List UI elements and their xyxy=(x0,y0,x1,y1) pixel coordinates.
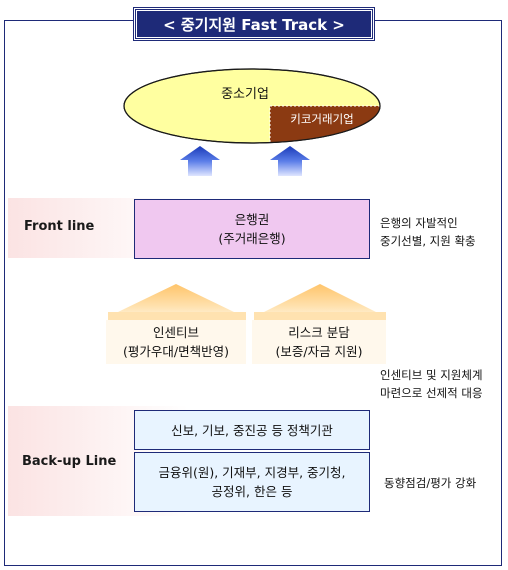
back-line-note: 동향점검/평가 강화 xyxy=(384,476,477,490)
risk-box: 리스크 분담 (보증/자금 지원) xyxy=(252,320,386,364)
support-note-line2: 마련으로 선제적 대응 xyxy=(380,386,483,400)
risk-label: 리스크 분담 xyxy=(288,325,350,340)
government-label-line2: 공정위, 한은 등 xyxy=(211,484,293,499)
government-label-line1: 금융위(원), 기재부, 지경부, 중기청, xyxy=(158,465,346,480)
incentive-box: 인센티브 (평가우대/면책반영) xyxy=(106,320,246,364)
bank-sublabel: (주거래은행) xyxy=(218,231,286,246)
front-line-label: Front line xyxy=(24,219,95,234)
front-line-note-line1: 은행의 자발적인 xyxy=(380,216,458,230)
bank-label: 은행권 xyxy=(234,212,270,227)
sme-label: 중소기업 xyxy=(221,86,269,102)
back-line-label: Back-up Line xyxy=(22,454,117,469)
diagram-title: < 중기지원 Fast Track > xyxy=(133,7,375,41)
front-line-note-line2: 중기선별, 지원 확충 xyxy=(380,234,476,248)
government-box: 금융위(원), 기재부, 지경부, 중기청, 공정위, 한은 등 xyxy=(134,452,370,512)
incentive-sublabel: (평가우대/면책반영) xyxy=(123,344,229,359)
kiko-label: 키코거래기업 xyxy=(290,111,354,126)
support-note: 인센티브 및 지원체계 마련으로 선제적 대응 xyxy=(380,366,483,402)
support-note-line1: 인센티브 및 지원체계 xyxy=(380,368,483,382)
policy-agency-box: 신보, 기보, 중진공 등 정책기관 xyxy=(134,410,370,450)
front-line-note: 은행의 자발적인 중기선별, 지원 확충 xyxy=(380,214,476,250)
arrow-up-right-icon xyxy=(270,146,310,176)
bank-box: 은행권 (주거래은행) xyxy=(134,199,370,259)
arrow-up-left-icon xyxy=(180,146,220,176)
policy-agency-label: 신보, 기보, 중진공 등 정책기관 xyxy=(171,422,333,438)
risk-sublabel: (보증/자금 지원) xyxy=(275,344,363,359)
incentive-label: 인센티브 xyxy=(152,325,199,340)
